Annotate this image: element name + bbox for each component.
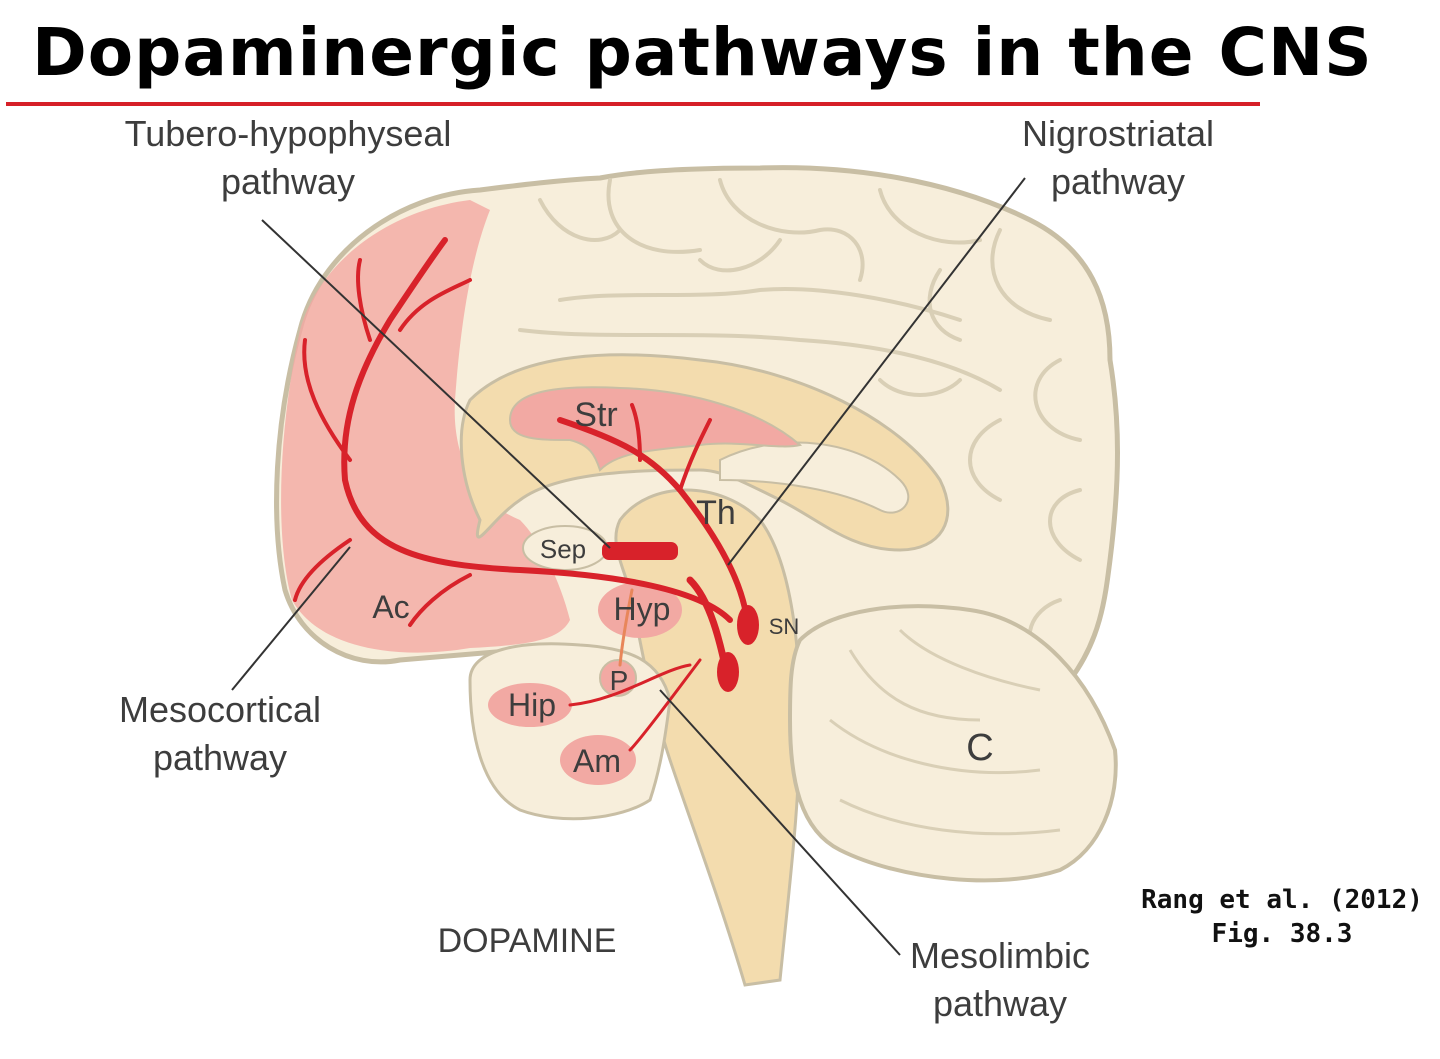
tuberohypophyseal-leader	[261, 219, 611, 549]
median-eminence-bar	[602, 542, 678, 560]
hypothalamus-region	[598, 582, 682, 638]
nigrostriatal-label-line1: Nigrostriatal	[1022, 113, 1214, 154]
striatum-label: Str	[574, 396, 617, 434]
mesolimbic-label-line2: pathway	[933, 983, 1067, 1024]
amygdala-label: Am	[573, 743, 621, 779]
neurotransmitter-label: DOPAMINE	[438, 922, 617, 960]
mesolimbic-branch-am	[628, 658, 702, 752]
leader-lines	[231, 177, 1026, 956]
lateral-ventricle	[719, 441, 910, 514]
slide-title: Dopaminergic pathways in the CNS	[32, 14, 1373, 91]
hypothalamus-label: Hyp	[614, 591, 671, 627]
mesolimbic-branch-hip	[568, 663, 692, 707]
pituitary-label: P	[610, 665, 629, 696]
mesocortical-branch-3	[398, 278, 472, 332]
pituitary-region	[599, 659, 637, 697]
septum-label: Sep	[540, 534, 586, 564]
frontal-cortex-region	[281, 200, 570, 653]
mesocortical-branch-2	[302, 338, 352, 462]
dopamine-tracts	[293, 237, 751, 752]
mesolimbic-label-line1: Mesolimbic	[910, 935, 1090, 976]
mesocortical-label-line2: pathway	[153, 737, 287, 778]
cortex-gyri	[518, 178, 1082, 662]
mesocortical-tract	[341, 237, 733, 623]
tuberohypophyseal-label-line1: Tubero-hypophyseal	[125, 113, 452, 154]
mesolimbic-leader	[659, 689, 901, 956]
reference-line2: Fig. 38.3	[1212, 919, 1353, 949]
title-underline	[6, 102, 1260, 106]
substantia-nigra-label: SN	[769, 614, 800, 639]
accumbens-label: Ac	[372, 589, 409, 625]
mesocortical-label-line1: Mesocortical	[119, 689, 321, 730]
hippocampus-region	[488, 683, 572, 727]
striatum-region	[508, 386, 803, 472]
cerebellum-folia	[829, 628, 1061, 836]
tuberohypophyseal-label-line2: pathway	[221, 161, 355, 202]
substantia-nigra-nucleus	[737, 605, 759, 645]
thalamus-label: Th	[696, 494, 736, 532]
nigrostriatal-branch-1	[678, 418, 712, 492]
mesocortical-branch-1	[356, 258, 372, 342]
tuberohypophyseal-tract	[618, 588, 634, 667]
mesocortical-branch-5	[293, 538, 352, 602]
hippocampus-label: Hip	[508, 687, 556, 723]
nigrostriatal-leader	[727, 177, 1026, 566]
mesocortical-leader	[231, 546, 351, 691]
ventral-tegmental-nucleus	[717, 652, 739, 692]
nigrostriatal-label-line2: pathway	[1051, 161, 1185, 202]
amygdala-region	[560, 735, 636, 785]
temporal-lobe	[468, 642, 672, 821]
reference-line1: Rang et al. (2012)	[1141, 885, 1423, 915]
cerebellum-label: C	[966, 727, 993, 769]
nigrostriatal-branch-2	[630, 403, 642, 462]
mesocortical-branch-4	[408, 573, 472, 627]
